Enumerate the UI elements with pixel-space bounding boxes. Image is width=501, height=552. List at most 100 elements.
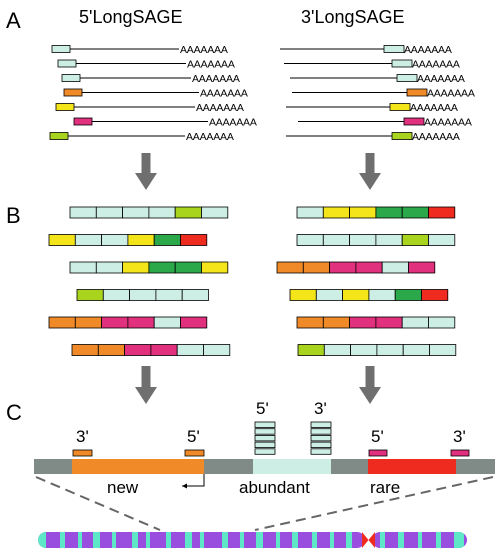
concatemer-tag [375,234,403,246]
concatemer [48,316,208,329]
flow-arrows [135,153,381,404]
chromosome-band [78,532,82,548]
concatemer-tag [102,289,131,301]
label-new-3prime: 3' [76,427,89,446]
concatemer [76,289,209,301]
panel-label-a: A [6,8,21,33]
arrow-head [359,173,381,190]
down-arrow [135,153,157,190]
concatemer-tag [153,316,181,329]
poly-a-tail: AAAAAAA [200,88,248,100]
chromosome-band [418,532,422,548]
poly-a-tail: AAAAAAA [187,59,235,71]
poly-a-tail: AAAAAAA [192,73,240,85]
concatemer-tag [401,234,429,246]
concatemer-tag [129,289,157,301]
arrow-head [135,387,157,404]
concatemer-tag [349,206,377,219]
sage-tag [391,59,413,68]
concatemer [296,206,456,219]
poly-a-tail: AAAAAAA [180,44,228,56]
chromosome-band [93,532,100,548]
poly-a-tail: AAAAAAA [186,131,234,143]
gene-label-new: new [107,478,139,497]
concatemer-tag [148,206,176,219]
concatemer-tag [322,206,350,219]
panel-label-b: B [6,203,21,228]
concatemer-tag [97,344,126,356]
gene-label-rare: rare [370,478,400,497]
gene-abundant [253,459,331,474]
tag-rare-3prime [450,449,470,457]
concatemer-tag [402,344,430,356]
concatemer-tag [74,234,103,246]
abundant-tag [254,441,276,449]
heading-3-longsage: 3'LongSAGE [301,7,405,27]
label-abundant-5prime: 5' [256,399,269,418]
chromosome-band [200,532,204,548]
concatemer-tag [76,289,104,301]
zoom-line-left [35,476,161,531]
sage-tag [396,74,418,82]
concatemer [69,261,229,274]
concatemer [71,344,231,356]
chromosome-band [436,532,441,548]
concatemer-tag [322,234,350,246]
poly-a-tail: AAAAAAA [412,59,460,71]
panel-label-c: C [6,400,22,425]
label-rare-3prime: 3' [453,427,466,446]
gene-new [72,459,204,474]
concatemer-tag [181,289,209,301]
concatemer [276,261,436,274]
concatemer-tag [180,234,208,246]
poly-a-tail: AAAAAAA [209,117,257,129]
concatemer [289,289,449,301]
concatemer-tag [401,316,429,329]
concatemer-tag [276,261,304,274]
concatemer-tag [329,261,357,274]
chromosome-band [292,532,298,548]
concatemer-tag [101,316,129,329]
concatemer-tag [127,234,155,246]
concatemer-tag [375,316,403,329]
sage-tag [391,132,413,140]
chromosome-band [240,532,244,548]
concatemer-tag [69,261,97,274]
abundant-tag [310,448,332,455]
concatemer-tag [48,234,76,246]
poly-a-tail: AAAAAAA [417,73,465,85]
arrow-head [135,173,157,190]
concatemer-tag [394,289,422,301]
concatemer [48,234,208,246]
concatemer-tag [350,344,378,356]
concatemer-tag [174,261,202,274]
concatemer [69,206,229,219]
concatemer-tag [428,206,456,219]
poly-a-tail: AAAAAAA [424,117,472,129]
chromosome-band [166,532,171,548]
poly-a-tail: AAAAAAA [427,88,475,100]
concatemer-tag [180,316,208,329]
concatemer-tag [297,344,325,356]
gene-rare [368,459,456,474]
chromosome-band [380,532,385,548]
abundant-tag [254,434,276,442]
concatemer-tag [101,234,129,246]
concatemers-5prime [48,206,231,356]
sage-tag [51,45,71,53]
concatemer-tag [201,206,229,219]
concatemer-tag [48,316,76,329]
concatemer-tag [201,261,229,274]
chromosome-band [60,532,65,548]
chromosome-band [398,532,404,548]
concatemer-tag [150,344,178,356]
arrow-shaft [365,153,375,174]
sage-tag [63,88,83,97]
concatemer-tag [71,344,99,356]
concatemers-3prime [276,206,457,356]
down-arrow [135,366,157,404]
chromosome-band [346,532,352,548]
tag-rare-5prime [368,449,388,457]
concatemer-tag [342,289,370,301]
genome-map: 3' 5' 5' 3' 5' 3' new abundant rare [34,399,495,497]
